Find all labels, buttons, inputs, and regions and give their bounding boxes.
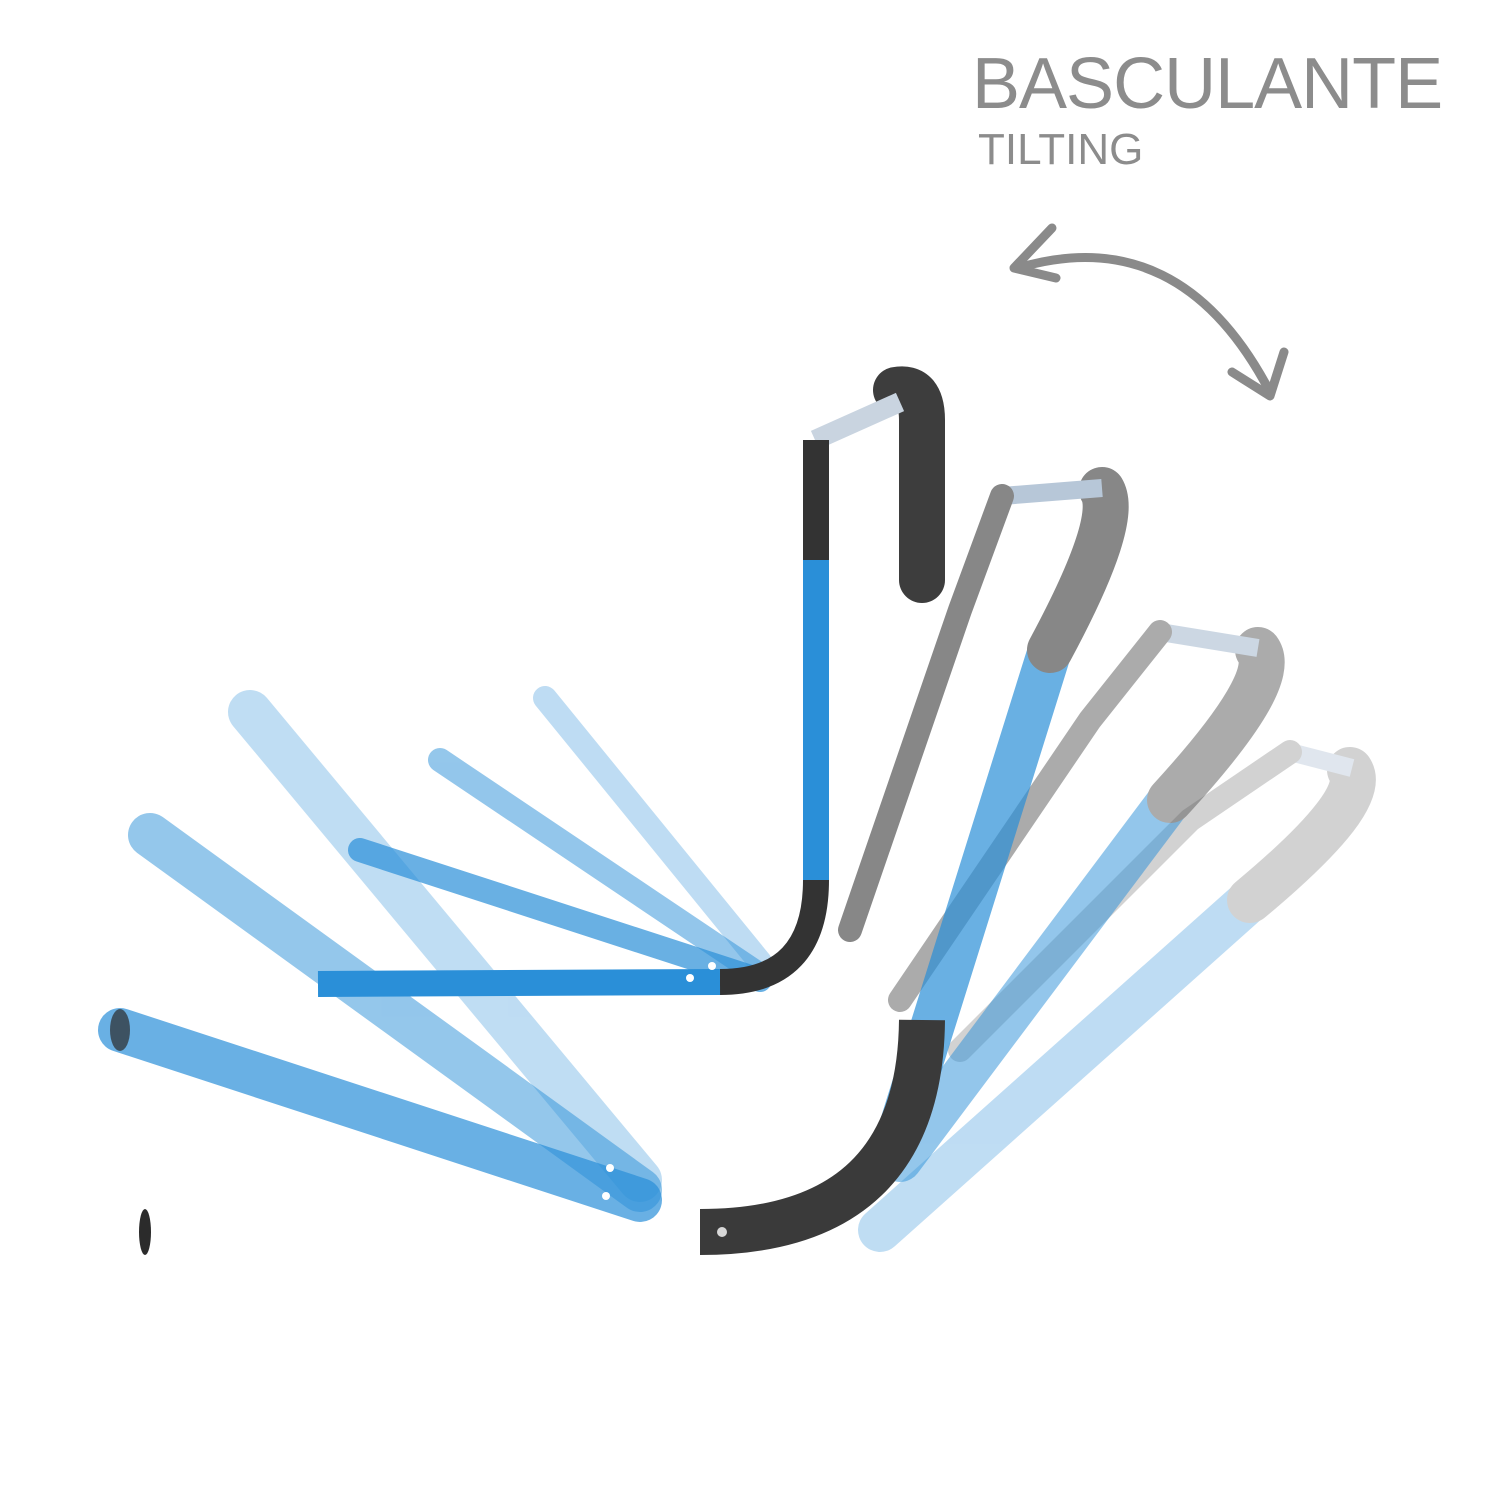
frame-position-3 bbox=[128, 620, 1285, 1212]
position-2-inner-base bbox=[348, 838, 772, 992]
rivet bbox=[686, 974, 694, 982]
title-basculante: BASCULANTE bbox=[972, 44, 1443, 124]
frame-position-1 bbox=[110, 366, 945, 1255]
position-3-base-tube bbox=[128, 813, 662, 1212]
position-2-base-tube bbox=[98, 1008, 662, 1222]
position-1-grip bbox=[873, 366, 945, 603]
rivet bbox=[708, 962, 716, 970]
subtitle-tilting: TILTING bbox=[978, 125, 1144, 174]
position-4-base-tube bbox=[228, 690, 662, 1202]
rivet bbox=[717, 1227, 727, 1237]
position-3-grip bbox=[1147, 627, 1285, 823]
position-2-base-endcap bbox=[110, 1009, 130, 1051]
rivet bbox=[602, 1192, 610, 1200]
position-3-upright-tube bbox=[878, 778, 1192, 1182]
double-headed-curved-arrow-icon bbox=[1009, 223, 1289, 401]
position-2-grip bbox=[1027, 467, 1129, 673]
position-4-grip bbox=[1227, 747, 1376, 923]
position-1-inner-bend bbox=[719, 879, 829, 995]
rivet bbox=[657, 1211, 667, 1221]
position-2-inner-tube bbox=[838, 484, 1014, 942]
position-4-crossbar bbox=[1287, 743, 1355, 777]
position-4-upright-tube bbox=[858, 878, 1272, 1252]
position-3-inner-base bbox=[428, 748, 772, 987]
position-1-inner-base bbox=[317, 969, 721, 997]
rivet bbox=[606, 1164, 614, 1172]
position-2-crossbar bbox=[1001, 479, 1103, 505]
position-1-bend bbox=[699, 1019, 945, 1255]
position-4-inner-base bbox=[533, 686, 772, 974]
position-1-base-endcap bbox=[139, 1209, 151, 1255]
position-3-crossbar bbox=[1158, 623, 1260, 657]
position-1-crossbar bbox=[810, 392, 905, 450]
